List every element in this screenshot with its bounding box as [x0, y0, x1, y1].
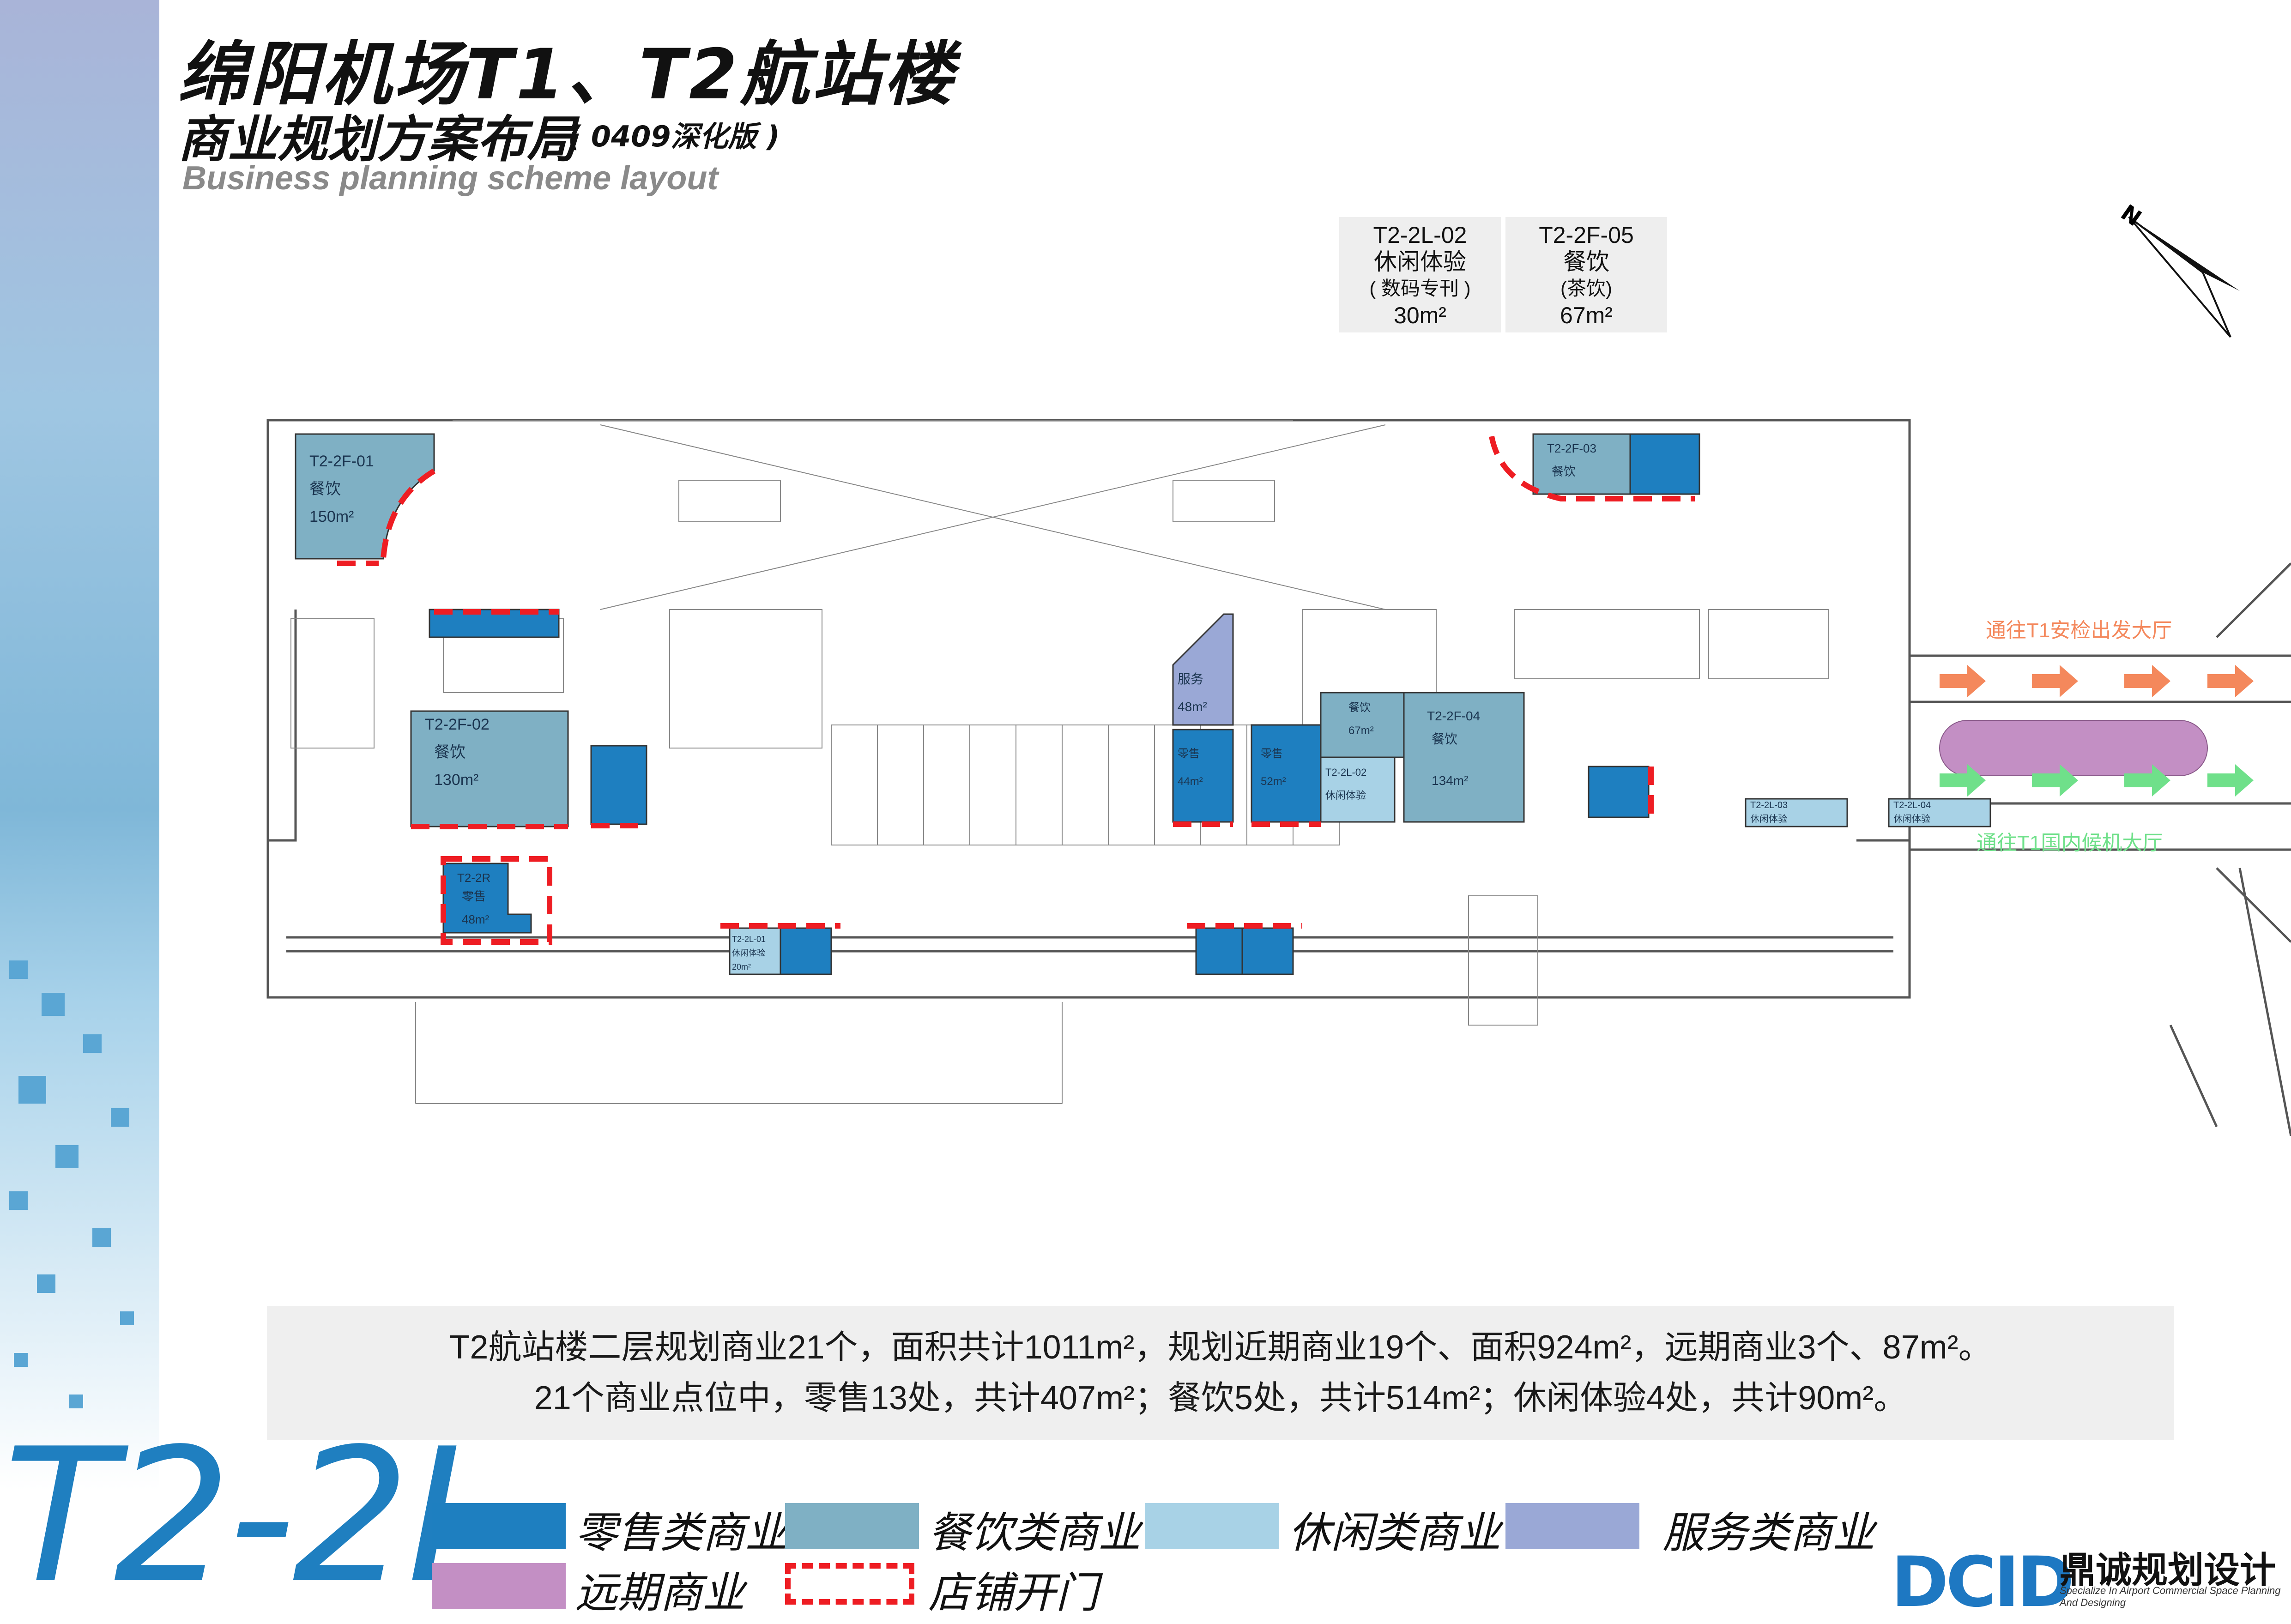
legend-swatch-leisure: [1145, 1503, 1279, 1549]
unit-type: 休闲体验: [732, 948, 765, 958]
legend-label: 休闲类商业: [1288, 1508, 1501, 1558]
unit-area: 44m²: [1178, 775, 1203, 788]
pixel-square: [9, 960, 28, 979]
page-title: 绵阳机场T1、T2航站楼: [178, 35, 956, 115]
unit-code: T2-2R: [457, 871, 490, 885]
pixel-square: [37, 1274, 55, 1293]
english-title: Business planning scheme layout: [182, 160, 719, 197]
legend-label: 服务类商业: [1662, 1508, 1875, 1558]
company-name: 鼎诚规划设计: [2060, 1550, 2276, 1590]
pixel-square: [55, 1145, 79, 1168]
unit-code: T2-2L-02: [1325, 767, 1366, 778]
pixel-square: [111, 1108, 129, 1127]
legend-label: 店铺开门: [928, 1568, 1099, 1618]
callout-area: 67m²: [1560, 302, 1613, 328]
callout-type: 休闲体验: [1374, 249, 1466, 275]
unit-type: 餐饮: [1552, 465, 1576, 478]
unit-code: T2-2L-03: [1750, 800, 1788, 810]
pixel-square: [120, 1311, 134, 1325]
company-logo-mark: DCID: [1891, 1542, 2074, 1623]
pixel-square: [14, 1353, 28, 1367]
unit-area: 67m²: [1348, 724, 1374, 737]
unit-code: T2-2L-01: [732, 935, 766, 944]
unit-type: 餐饮: [1348, 701, 1371, 714]
unit-type: 休闲体验: [1893, 814, 1930, 824]
summary-line: T2航站楼二层规划商业21个，面积共计1011m²，规划近期商业19个、面积92…: [449, 1329, 1992, 1366]
summary-line: 21个商业点位中，零售13处，共计407m²；餐饮5处，共计514m²；休闲体验…: [534, 1380, 1907, 1417]
floor-plan: 通往T1安检出发大厅 通往T1国内候机大厅 T2-2F-01 餐饮 150m² …: [266, 419, 2291, 1136]
unit-area: 130m²: [434, 771, 478, 789]
page-subtitle: 商业规划方案布局: [178, 111, 577, 169]
callout-type: 餐饮: [1563, 249, 1609, 275]
unit-area: 48m²: [1178, 700, 1207, 714]
unit-type: 零售: [1261, 748, 1283, 760]
unit-code: T2-2L-04: [1893, 800, 1931, 810]
unit-code: 服务: [1178, 672, 1203, 686]
arrow-label-departure: 通往T1安检出发大厅: [1986, 619, 2172, 642]
pixel-square: [18, 1076, 46, 1104]
legend-swatch-future: [432, 1563, 566, 1609]
company-tagline: Specialize In Airport Commercial Space P…: [2060, 1585, 2281, 1608]
pixel-square: [69, 1395, 83, 1408]
unit-type: 餐饮: [1432, 732, 1457, 746]
callout-detail: ( 数码专刊 ): [1369, 278, 1471, 299]
unit-area: 150m²: [309, 508, 354, 525]
legend-swatch-food: [785, 1503, 919, 1549]
unit-area: 48m²: [462, 912, 490, 926]
unit-code: T2-2F-03: [1547, 441, 1596, 455]
legend-swatch-retail: [432, 1503, 566, 1549]
legend-swatch-door: [785, 1563, 914, 1605]
legend-label: 远期商业: [575, 1568, 745, 1618]
unit-area: 20m²: [732, 962, 751, 972]
unit-code: T2-2F-04: [1427, 709, 1480, 723]
decorative-side-band: [0, 0, 159, 1620]
north-arrow-icon: N: [2116, 199, 2240, 338]
unit-code: T2-2F-01: [309, 453, 374, 470]
legend-label: 餐饮类商业: [928, 1508, 1141, 1558]
callout-box: T2-2F-05 餐饮 (茶饮) 67m²: [1505, 217, 1667, 332]
unit-type: 餐饮: [309, 480, 341, 498]
floor-code: T2-2L: [4, 1409, 510, 1624]
arrow-label-gate: 通往T1国内候机大厅: [1977, 832, 2163, 854]
callout-area: 30m²: [1394, 302, 1446, 328]
pixel-square: [92, 1228, 111, 1247]
pixel-square: [42, 993, 65, 1016]
callout-box: T2-2L-02 休闲体验 ( 数码专刊 ) 30m²: [1339, 217, 1501, 332]
callout-code: T2-2F-05: [1539, 222, 1634, 248]
unit-type: 零售: [1178, 748, 1200, 760]
callout-code: T2-2L-02: [1373, 222, 1467, 248]
version-label: ( 0409深化版 ): [568, 120, 780, 153]
pixel-square: [9, 1191, 28, 1210]
unit-type: 餐饮: [434, 743, 465, 761]
pixel-square: [83, 1034, 102, 1053]
legend-label: 零售类商业: [575, 1508, 788, 1558]
unit-type: 零售: [462, 889, 486, 903]
callout-detail: (茶饮): [1560, 278, 1612, 299]
legend-swatch-service: [1505, 1503, 1639, 1549]
unit-area: 134m²: [1432, 773, 1468, 788]
summary-panel: T2航站楼二层规划商业21个，面积共计1011m²，规划近期商业19个、面积92…: [267, 1306, 2174, 1440]
unit-type: 休闲体验: [1750, 814, 1787, 824]
unit-type: 休闲体验: [1325, 790, 1366, 801]
unit-code: T2-2F-02: [425, 716, 490, 733]
unit-area: 52m²: [1261, 775, 1286, 788]
